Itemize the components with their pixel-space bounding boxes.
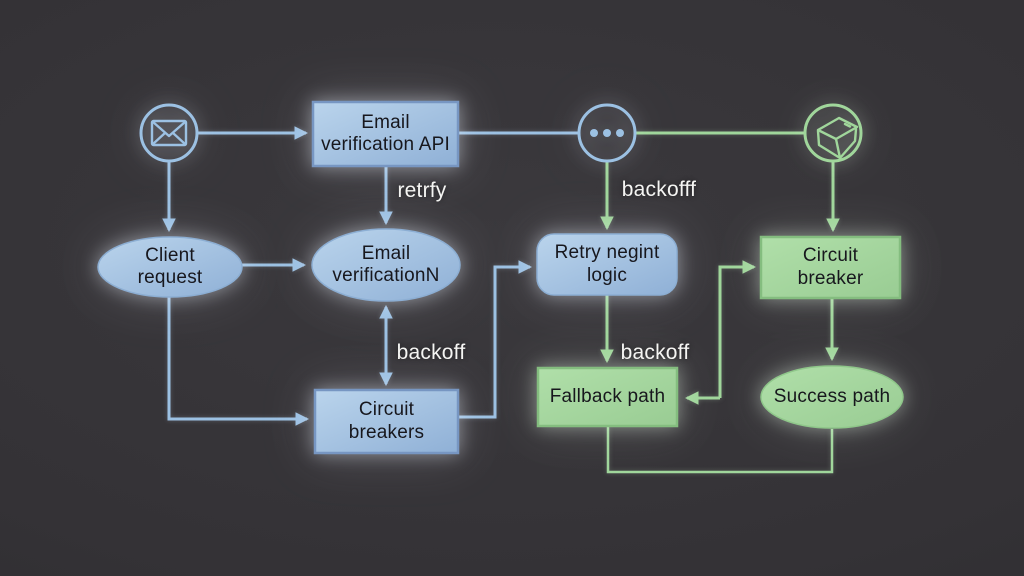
- node-circuit-breakers: [313, 388, 460, 455]
- blue-connectors: [162, 126, 580, 426]
- node-success-path: [760, 365, 904, 429]
- edge-circuit-breakers-to-retry-logic: [458, 260, 533, 419]
- edge-elbow-to-circuit-breaker: [718, 260, 757, 398]
- node-email-verification-n: [311, 228, 461, 302]
- envelope-icon: [139, 103, 199, 163]
- node-email-verification-api: [311, 100, 460, 168]
- ellipsis-icon: [577, 103, 637, 163]
- green-connectors: [600, 131, 840, 474]
- edge-fallback-success-bottom-link: [606, 427, 834, 474]
- node-fallback-path: [536, 366, 679, 428]
- node-retry-negint-logic: [536, 233, 678, 296]
- node-client-request: [97, 236, 243, 298]
- edge-client-request-to-circuit-breakers: [167, 297, 310, 426]
- node-circuit-breaker: [759, 235, 902, 300]
- open-box-icon: [803, 103, 863, 163]
